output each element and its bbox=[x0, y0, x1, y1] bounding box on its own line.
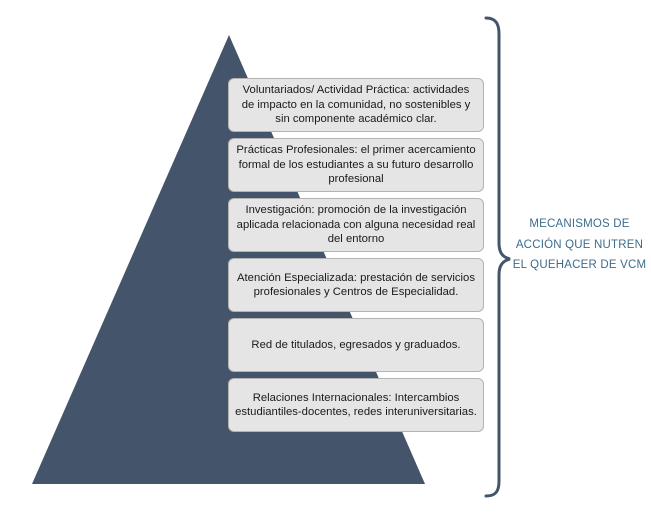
pyramid-level-2-text: Prácticas Profesionales: el primer acerc… bbox=[236, 144, 476, 186]
pyramid-level-6-box: Relaciones Internacionales: Intercambios… bbox=[228, 378, 484, 432]
pyramid-level-4-text: Atención Especializada: prestación de se… bbox=[237, 271, 475, 298]
pyramid-level-1-box: Voluntariados/ Actividad Práctica: activ… bbox=[228, 78, 484, 132]
pyramid-level-1-text: Voluntariados/ Actividad Práctica: activ… bbox=[241, 84, 471, 126]
right-curly-brace bbox=[484, 16, 511, 498]
pyramid-level-2-box: Prácticas Profesionales: el primer acerc… bbox=[228, 138, 484, 192]
pyramid-level-6-text: Relaciones Internacionales: Intercambios… bbox=[235, 391, 477, 418]
pyramid-level-3-text: Investigación: promoción de la investiga… bbox=[236, 204, 476, 246]
pyramid-level-5-box: Red de titulados, egresados y graduados. bbox=[228, 318, 484, 372]
pyramid-level-3-box: Investigación: promoción de la investiga… bbox=[228, 198, 484, 252]
pyramid-level-5-text: Red de titulados, egresados y graduados. bbox=[251, 338, 461, 351]
pyramid-level-4-box: Atención Especializada: prestación de se… bbox=[228, 258, 484, 312]
side-label: MECANISMOS DE ACCIÓN QUE NUTREN EL QUEHA… bbox=[512, 218, 647, 271]
